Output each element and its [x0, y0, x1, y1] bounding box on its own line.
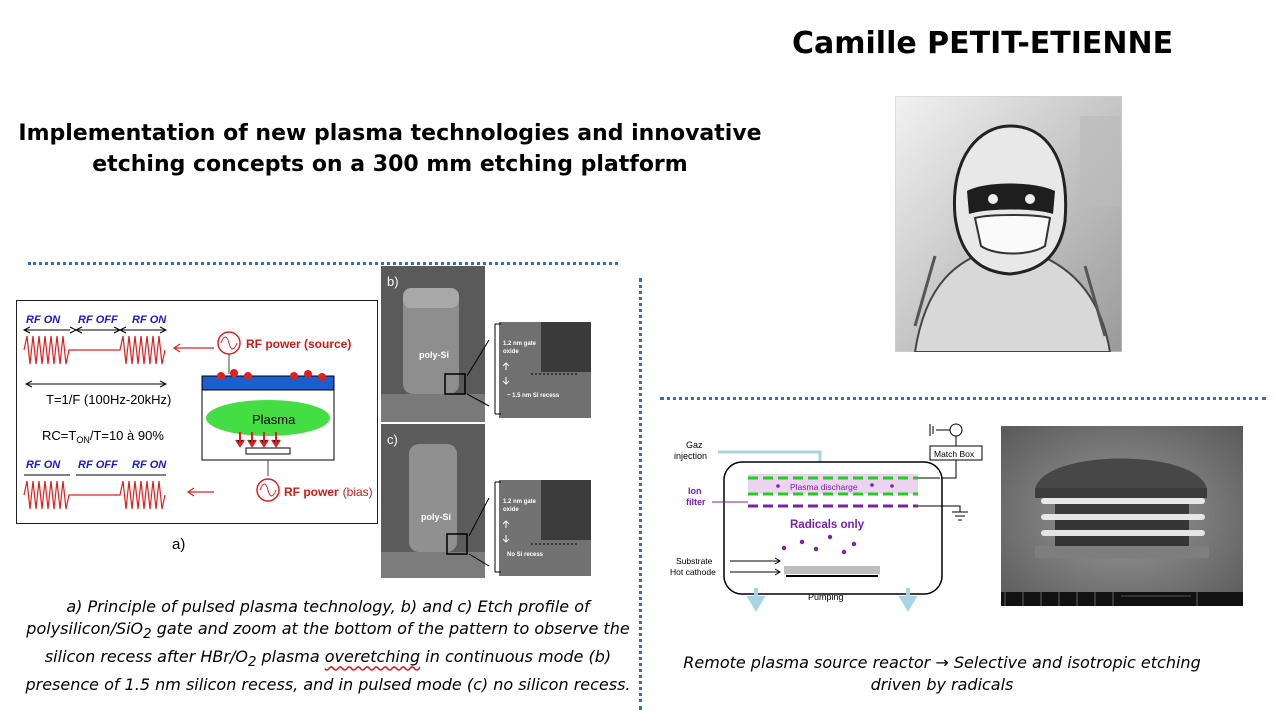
sem-image-isotropic-etch: [1001, 426, 1243, 606]
author-portrait-photo: [895, 96, 1122, 352]
poly-si-label-b: poly-Si: [419, 350, 449, 360]
rf-on-label-top-1: RF ON: [26, 314, 61, 326]
author-name: Camille PETIT-ETIENNE: [792, 26, 1174, 61]
recess-label-c: No Si recess: [507, 552, 544, 558]
panel-b-label: b): [387, 274, 399, 289]
rf-on-label-top-2: RF ON: [132, 314, 167, 326]
panel-c-label: c): [387, 432, 398, 447]
plasma-discharge-label: Plasma discharge: [790, 482, 858, 492]
caption-left: a) Principle of pulsed plasma technology…: [25, 597, 631, 695]
rf-off-label-top: RF OFF: [78, 314, 118, 326]
rf-on-label-bottom-2: RF ON: [132, 459, 167, 471]
pulsed-plasma-diagram: RF ON RF OFF RF ON RF ON RF OFF RF ON T=…: [16, 300, 378, 524]
pumping-label: Pumping: [808, 592, 844, 602]
panel-a-label: a): [172, 536, 186, 553]
caption-right: Remote plasma source reactor → Selective…: [683, 653, 1201, 694]
tem-image-b: b) poly-Si 1.2 nm gate oxide ~ 1.5 nm Si…: [381, 266, 591, 422]
injection-label: injection: [674, 451, 707, 461]
oxide-label-b-2: oxide: [503, 349, 519, 355]
poly-si-label-c: poly-Si: [421, 512, 451, 522]
tem-image-c: c) poly-Si 1.2 nm gate oxide No Si reces…: [381, 424, 591, 578]
title-line-1: Implementation of new plasma technologie…: [18, 121, 762, 146]
remote-plasma-reactor-diagram: Gaz injection Match Box Plasma discharge…: [660, 418, 990, 612]
substrate-label: Substrate: [676, 556, 713, 566]
oxide-label-b-1: 1.2 nm gate: [503, 341, 537, 347]
rf-source-label: RF power (source): [246, 337, 351, 351]
radicals-label: Radicals only: [790, 519, 865, 531]
rf-bias-label: RF power(bias): [284, 485, 373, 499]
rf-off-label-bottom: RF OFF: [78, 459, 118, 471]
separator-vertical: [639, 278, 642, 710]
oxide-label-c-2: oxide: [503, 507, 519, 513]
title-line-2: etching concepts on a 300 mm etching pla…: [92, 152, 688, 177]
plasma-label: Plasma: [252, 412, 296, 427]
match-box-label: Match Box: [934, 449, 975, 459]
filter-label: filter: [686, 497, 706, 507]
period-label: T=1/F (100Hz-20kHz): [46, 392, 171, 407]
separator-left: [28, 262, 618, 265]
ion-label: Ion: [688, 486, 702, 496]
duty-cycle-label: RC=TON/T=10 à 90%: [42, 428, 164, 445]
recess-label-b: ~ 1.5 nm Si recess: [507, 393, 560, 399]
hot-cathode-label: Hot cathode: [670, 567, 716, 577]
gaz-label: Gaz: [686, 440, 703, 450]
separator-right: [660, 397, 1266, 400]
oxide-label-c-1: 1.2 nm gate: [503, 499, 537, 505]
page-title: Implementation of new plasma technologie…: [10, 118, 770, 180]
rf-on-label-bottom-1: RF ON: [26, 459, 61, 471]
